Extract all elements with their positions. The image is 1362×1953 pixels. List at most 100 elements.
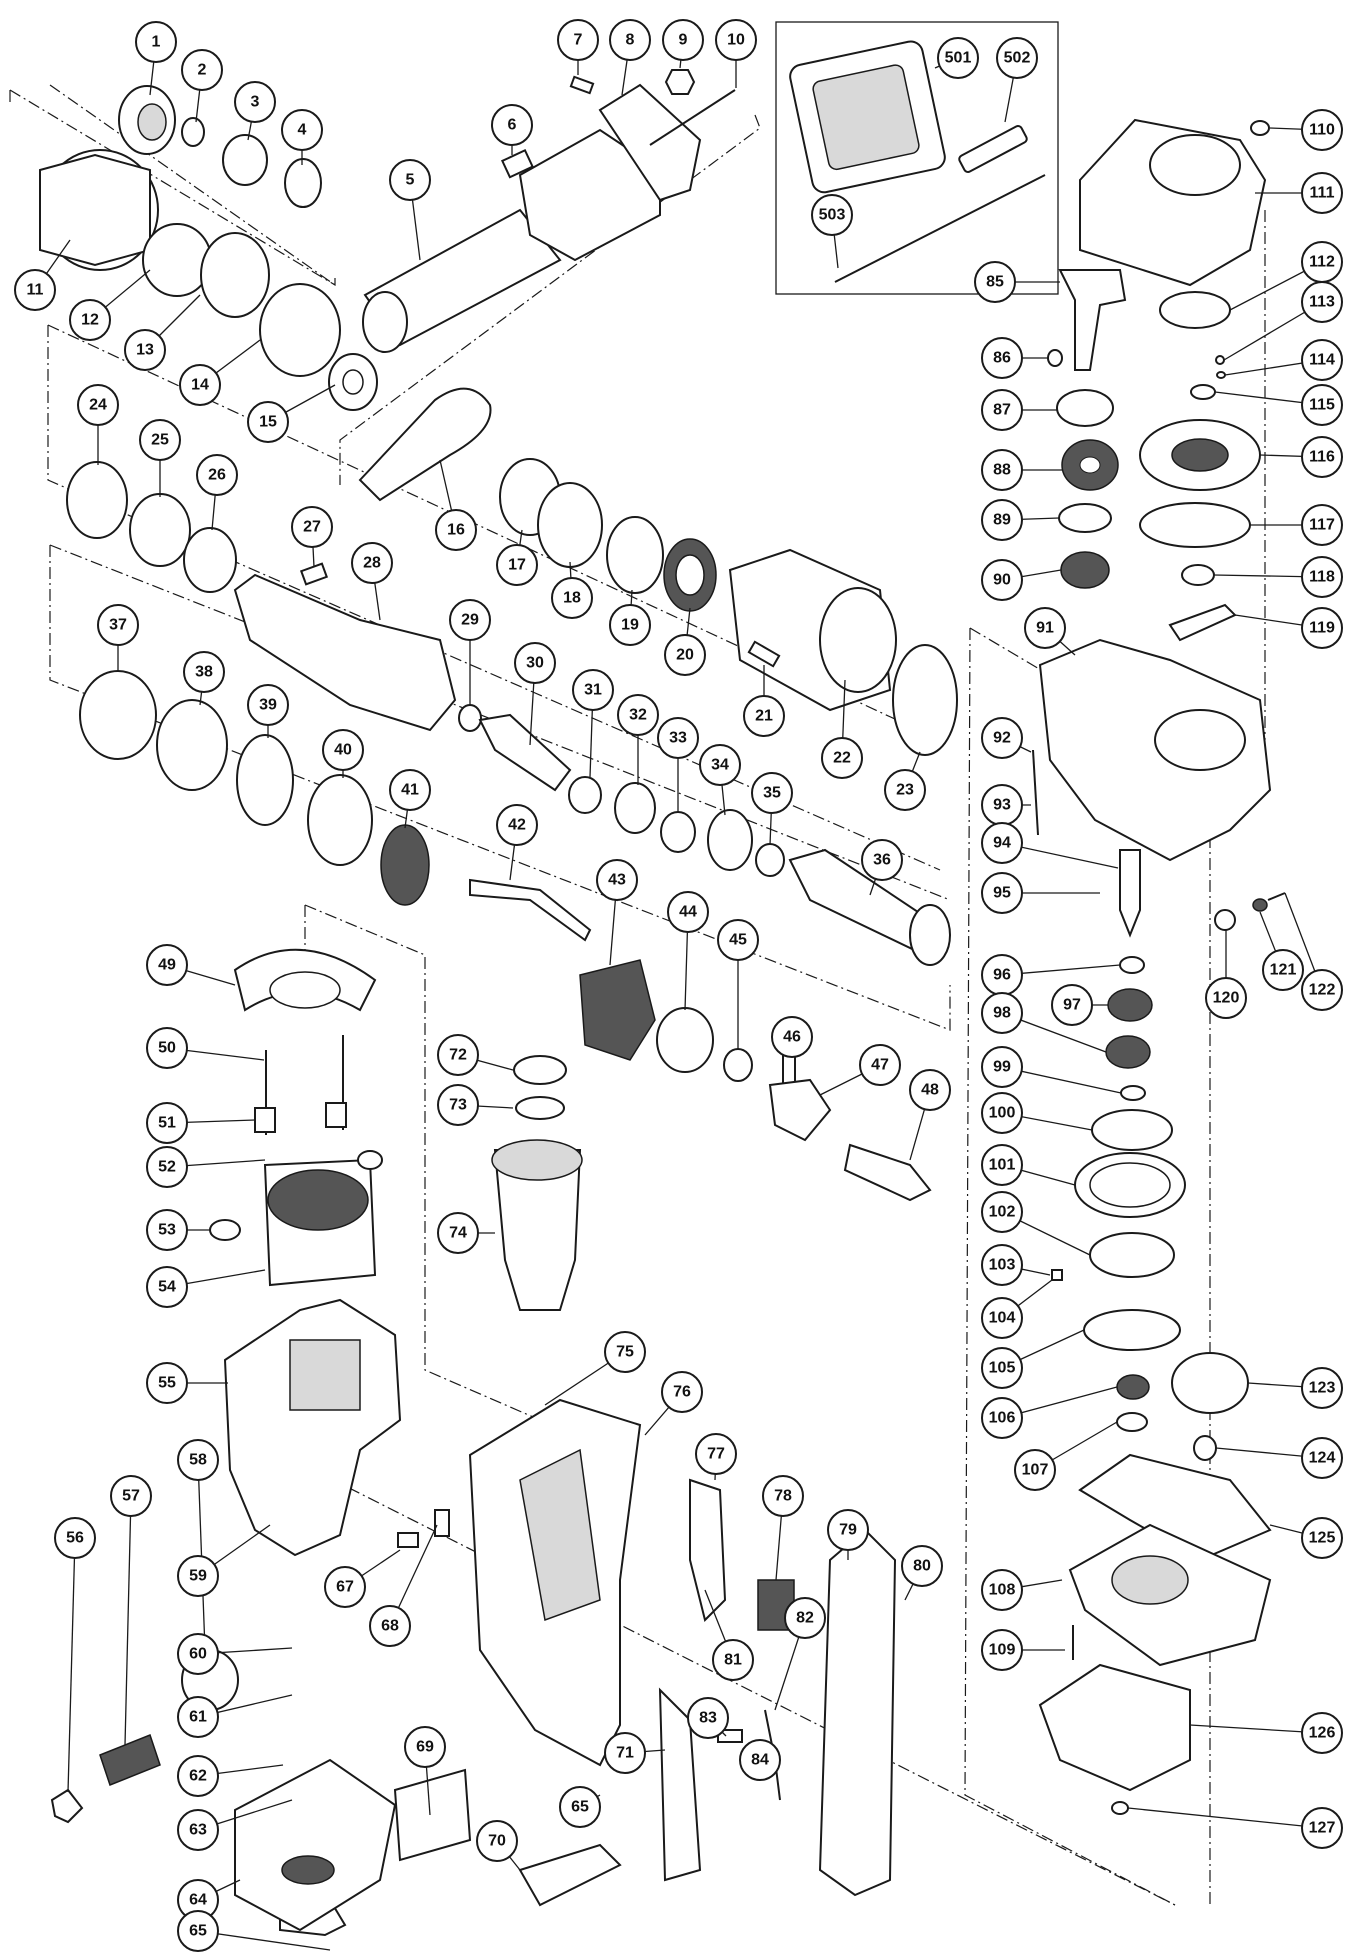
callout-circle: [54, 1517, 96, 1559]
callout-45: 45: [717, 919, 759, 961]
part-42: [469, 878, 592, 942]
callout-label: 26: [208, 467, 226, 484]
callout-label: 123: [1309, 1380, 1336, 1397]
callout-label: 69: [416, 1739, 434, 1756]
callout-circle: [1301, 109, 1343, 151]
callout-circle: [281, 109, 323, 151]
callout-circle: [1301, 172, 1343, 214]
callout-label: 14: [191, 377, 209, 394]
part-67: [397, 1532, 419, 1548]
callout-10: 10: [715, 19, 757, 61]
callout-label: 113: [1309, 294, 1335, 311]
callout-label: 29: [461, 612, 479, 629]
callout-circle: [699, 744, 741, 786]
callout-label: 1: [152, 34, 161, 51]
callout-circle: [981, 992, 1023, 1034]
callout-label: 65: [189, 1923, 207, 1940]
callout-circle: [1301, 969, 1343, 1011]
callout-label: 15: [259, 414, 277, 431]
callout-circle: [859, 1044, 901, 1086]
callout-26: 26: [196, 454, 238, 496]
callout-113: 113: [1301, 281, 1343, 323]
callout-127: 127: [1301, 1807, 1343, 1849]
callout-96: 96: [981, 954, 1023, 996]
callout-64: 64: [177, 1879, 219, 1921]
callout-35: 35: [751, 772, 793, 814]
callout-circle: [1301, 504, 1343, 546]
callout-circle: [389, 769, 431, 811]
callout-label: 125: [1309, 1530, 1336, 1547]
callout-label: 54: [158, 1279, 176, 1296]
callout-label: 40: [334, 742, 352, 759]
part-12: [142, 223, 212, 297]
callout-25: 25: [139, 419, 181, 461]
part-87: [1056, 389, 1114, 427]
callout-circle: [664, 634, 706, 676]
callout-circle: [389, 159, 431, 201]
callout-106: 106: [981, 1397, 1023, 1439]
callout-100: 100: [981, 1092, 1023, 1134]
callout-circle: [404, 1726, 446, 1768]
callout-circle: [617, 694, 659, 736]
callout-label: 502: [1004, 50, 1031, 67]
callout-label: 84: [751, 1752, 769, 1769]
callout-circle: [1301, 1517, 1343, 1559]
callout-circle: [974, 261, 1016, 303]
callout-92: 92: [981, 717, 1023, 759]
callout-53: 53: [146, 1209, 188, 1251]
callout-circle: [496, 804, 538, 846]
callout-98: 98: [981, 992, 1023, 1034]
callout-circle: [596, 859, 638, 901]
part-124: [1193, 1435, 1217, 1461]
callout-29: 29: [449, 599, 491, 641]
part-71: [658, 1687, 702, 1882]
callout-label: 70: [488, 1833, 506, 1850]
callout-circle: [981, 1244, 1023, 1286]
callout-label: 103: [989, 1257, 1016, 1274]
callout-circle: [177, 1809, 219, 1851]
callout-label: 42: [508, 817, 526, 834]
part-9: [664, 69, 696, 95]
callout-circle: [981, 1297, 1023, 1339]
callout-circle: [739, 1739, 781, 1781]
callout-39: 39: [247, 684, 289, 726]
part-126: [1038, 1663, 1191, 1792]
part-21: [747, 640, 781, 668]
callout-77: 77: [695, 1433, 737, 1475]
callout-circle: [1024, 607, 1066, 649]
leader-57: [124, 1495, 132, 1746]
callout-label: 99: [993, 1059, 1011, 1076]
callout-75: 75: [604, 1331, 646, 1373]
callout-116: 116: [1301, 436, 1343, 478]
callout-circle: [821, 737, 863, 779]
part-29: [458, 704, 482, 732]
part-86: [1047, 349, 1063, 367]
callout-label: 120: [1213, 990, 1240, 1007]
callout-121: 121: [1262, 949, 1304, 991]
callout-circle: [69, 299, 111, 341]
callout-44: 44: [667, 891, 709, 933]
part-96: [1119, 956, 1145, 974]
part-4: [284, 158, 322, 208]
callout-12: 12: [69, 299, 111, 341]
callout-circle: [435, 509, 477, 551]
callout-label: 105: [989, 1360, 1016, 1377]
callout-circle: [369, 1605, 411, 1647]
callout-19: 19: [609, 604, 651, 646]
callout-label: 76: [673, 1384, 691, 1401]
callout-38: 38: [183, 651, 225, 693]
callout-label: 92: [993, 730, 1011, 747]
callout-15: 15: [247, 401, 289, 443]
callout-label: 114: [1309, 352, 1335, 369]
part-68: [434, 1509, 450, 1537]
callout-59: 59: [177, 1555, 219, 1597]
callout-label: 41: [401, 782, 419, 799]
callout-label: 13: [136, 342, 154, 359]
callout-label: 53: [158, 1222, 176, 1239]
callout-117: 117: [1301, 504, 1343, 546]
callout-circle: [146, 1102, 188, 1144]
callout-30: 30: [514, 642, 556, 684]
callout-circle: [234, 81, 276, 123]
part-77: [689, 1478, 727, 1622]
part-64: [234, 1758, 397, 1932]
